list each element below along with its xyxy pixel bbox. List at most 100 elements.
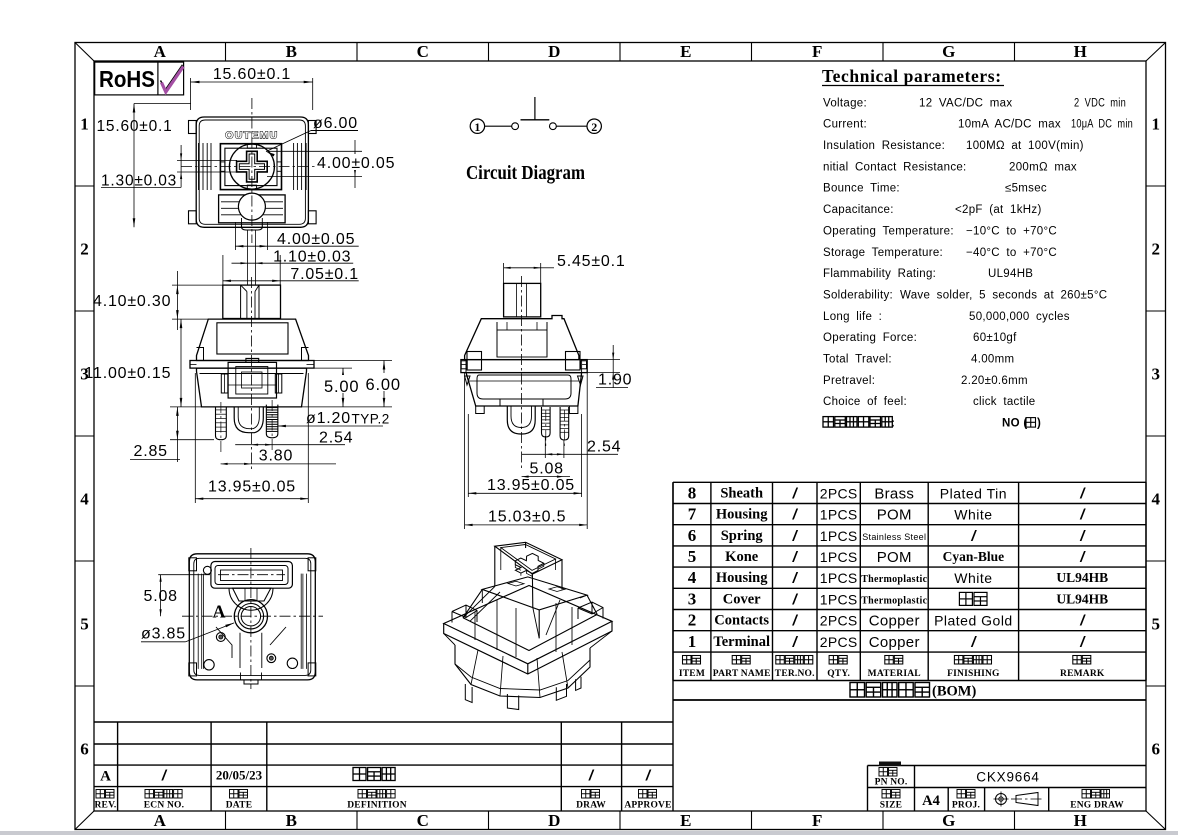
svg-text:E: E bbox=[680, 811, 691, 830]
svg-text:/: / bbox=[792, 528, 799, 545]
svg-text:Total Travel:: Total Travel: bbox=[823, 354, 892, 366]
svg-text:7.05±0.1: 7.05±0.1 bbox=[290, 266, 359, 283]
svg-text:Current:: Current: bbox=[823, 119, 867, 131]
svg-text:A4: A4 bbox=[922, 793, 940, 809]
svg-text:3: 3 bbox=[80, 365, 89, 384]
svg-text:1: 1 bbox=[80, 115, 89, 134]
svg-text:20/05/23: 20/05/23 bbox=[216, 768, 263, 783]
svg-text:DEFINITION: DEFINITION bbox=[347, 801, 407, 811]
svg-text:4: 4 bbox=[80, 490, 89, 509]
svg-text:click tactile: click tactile bbox=[973, 396, 1036, 408]
svg-text:A: A bbox=[154, 42, 167, 61]
svg-text:−10°C to +70°C: −10°C to +70°C bbox=[966, 225, 1057, 237]
svg-text:5.08: 5.08 bbox=[530, 461, 564, 478]
svg-text:60±10gf: 60±10gf bbox=[973, 332, 1017, 344]
svg-text:1.10±0.03: 1.10±0.03 bbox=[273, 248, 351, 265]
svg-text:MATERIAL: MATERIAL bbox=[868, 669, 921, 679]
svg-text:100MΩ at 100V(min): 100MΩ at 100V(min) bbox=[966, 140, 1084, 152]
svg-text:/: / bbox=[1079, 485, 1086, 502]
svg-text:6: 6 bbox=[1151, 740, 1160, 759]
svg-text:/: / bbox=[161, 768, 168, 785]
svg-text:White: White bbox=[954, 570, 992, 586]
svg-text:5.00: 5.00 bbox=[324, 378, 359, 396]
svg-text:Housing: Housing bbox=[716, 507, 768, 523]
svg-text:2: 2 bbox=[1151, 240, 1160, 259]
svg-text:POM: POM bbox=[877, 549, 912, 566]
svg-text:CKX9664: CKX9664 bbox=[976, 770, 1039, 785]
svg-text:1.30±0.03: 1.30±0.03 bbox=[101, 173, 177, 190]
svg-text:REMARK: REMARK bbox=[1060, 669, 1105, 679]
svg-text:F: F bbox=[812, 42, 822, 61]
svg-text:/: / bbox=[645, 768, 652, 785]
svg-text:2PCS: 2PCS bbox=[820, 634, 858, 650]
svg-text:1: 1 bbox=[688, 632, 697, 651]
svg-text:Plated Gold: Plated Gold bbox=[934, 613, 1013, 629]
svg-text:APPROVE: APPROVE bbox=[624, 801, 671, 811]
svg-text:6.00: 6.00 bbox=[366, 376, 401, 394]
svg-text:REV.: REV. bbox=[94, 801, 116, 811]
svg-text:2.54: 2.54 bbox=[587, 439, 621, 456]
svg-text:/: / bbox=[970, 634, 977, 651]
svg-text:4.00mm: 4.00mm bbox=[971, 354, 1014, 366]
svg-text:Plated Tin: Plated Tin bbox=[940, 485, 1007, 501]
svg-text:TER.NO.: TER.NO. bbox=[775, 669, 815, 679]
svg-text:5: 5 bbox=[80, 615, 89, 634]
svg-text:nitial Contact Resistance:: nitial Contact Resistance: bbox=[823, 161, 967, 173]
svg-text:8: 8 bbox=[688, 483, 697, 502]
svg-text:OUTEMU: OUTEMU bbox=[225, 130, 278, 142]
svg-text:/: / bbox=[792, 570, 799, 587]
svg-text:2PCS: 2PCS bbox=[820, 485, 858, 501]
svg-text:D: D bbox=[548, 811, 560, 830]
svg-text:/: / bbox=[588, 768, 595, 785]
svg-text:C: C bbox=[417, 811, 429, 830]
svg-text:/: / bbox=[792, 634, 799, 651]
svg-text:Wave solder, 5 seconds at 260±: Wave solder, 5 seconds at 260±5°C bbox=[900, 289, 1107, 301]
svg-text:UL94HB: UL94HB bbox=[988, 268, 1033, 280]
svg-text:Insulation Resistance:: Insulation Resistance: bbox=[823, 140, 945, 152]
svg-text:/: / bbox=[1079, 549, 1086, 566]
svg-text:Solderability:: Solderability: bbox=[823, 289, 893, 301]
svg-text:2.20±0.6mm: 2.20±0.6mm bbox=[961, 375, 1028, 387]
svg-text:2PCS: 2PCS bbox=[820, 613, 858, 629]
svg-text:Thermoplastic: Thermoplastic bbox=[861, 595, 927, 606]
svg-text:2.54: 2.54 bbox=[319, 429, 353, 446]
svg-text:/: / bbox=[1079, 507, 1086, 524]
svg-text:F: F bbox=[812, 811, 822, 830]
svg-text:11.00±0.15: 11.00±0.15 bbox=[85, 365, 172, 382]
svg-text:H: H bbox=[1074, 42, 1087, 61]
svg-text:NO (: NO ( bbox=[1002, 418, 1027, 430]
svg-text:UL94HB: UL94HB bbox=[1056, 570, 1108, 585]
svg-text:Choice of feel:: Choice of feel: bbox=[823, 396, 907, 408]
svg-text:Stainless Steel: Stainless Steel bbox=[862, 532, 926, 542]
svg-text:ENG DRAW: ENG DRAW bbox=[1070, 801, 1124, 811]
svg-text:PN NO.: PN NO. bbox=[875, 778, 908, 788]
svg-text:5: 5 bbox=[1151, 615, 1160, 634]
svg-text:Flammability Rating:: Flammability Rating: bbox=[823, 268, 936, 280]
svg-text:Capacitance:: Capacitance: bbox=[823, 204, 894, 216]
svg-text:3: 3 bbox=[1151, 365, 1160, 384]
svg-text:15.03±0.5: 15.03±0.5 bbox=[488, 509, 566, 526]
svg-text:50,000,000 cycles: 50,000,000 cycles bbox=[969, 311, 1070, 323]
svg-text:A: A bbox=[213, 602, 226, 622]
svg-text:SIZE: SIZE bbox=[880, 801, 902, 811]
svg-text:3.80: 3.80 bbox=[259, 448, 293, 465]
svg-text:4: 4 bbox=[1151, 490, 1160, 509]
svg-text:Contacts: Contacts bbox=[714, 613, 769, 629]
svg-text:Sheath: Sheath bbox=[720, 485, 763, 501]
svg-text:1PCS: 1PCS bbox=[820, 528, 858, 544]
svg-text:Bounce Time:: Bounce Time: bbox=[823, 183, 900, 195]
svg-text:Operating Force:: Operating Force: bbox=[823, 332, 917, 344]
svg-text:D: D bbox=[548, 42, 560, 61]
svg-text:1: 1 bbox=[474, 120, 480, 134]
svg-text:DATE: DATE bbox=[226, 801, 253, 811]
svg-text:/: / bbox=[792, 549, 799, 566]
svg-text:ECN NO.: ECN NO. bbox=[144, 801, 184, 811]
svg-text:10mA AC/DC max: 10mA AC/DC max bbox=[958, 119, 1061, 131]
svg-text:RoHS: RoHS bbox=[99, 66, 155, 92]
svg-text:13.95±0.05: 13.95±0.05 bbox=[487, 477, 575, 494]
svg-text:Brass: Brass bbox=[874, 485, 914, 502]
svg-text:UL94HB: UL94HB bbox=[1056, 591, 1108, 606]
svg-text:2: 2 bbox=[591, 120, 597, 134]
svg-text:/: / bbox=[792, 613, 799, 630]
svg-text:TYP.2: TYP.2 bbox=[352, 412, 390, 427]
